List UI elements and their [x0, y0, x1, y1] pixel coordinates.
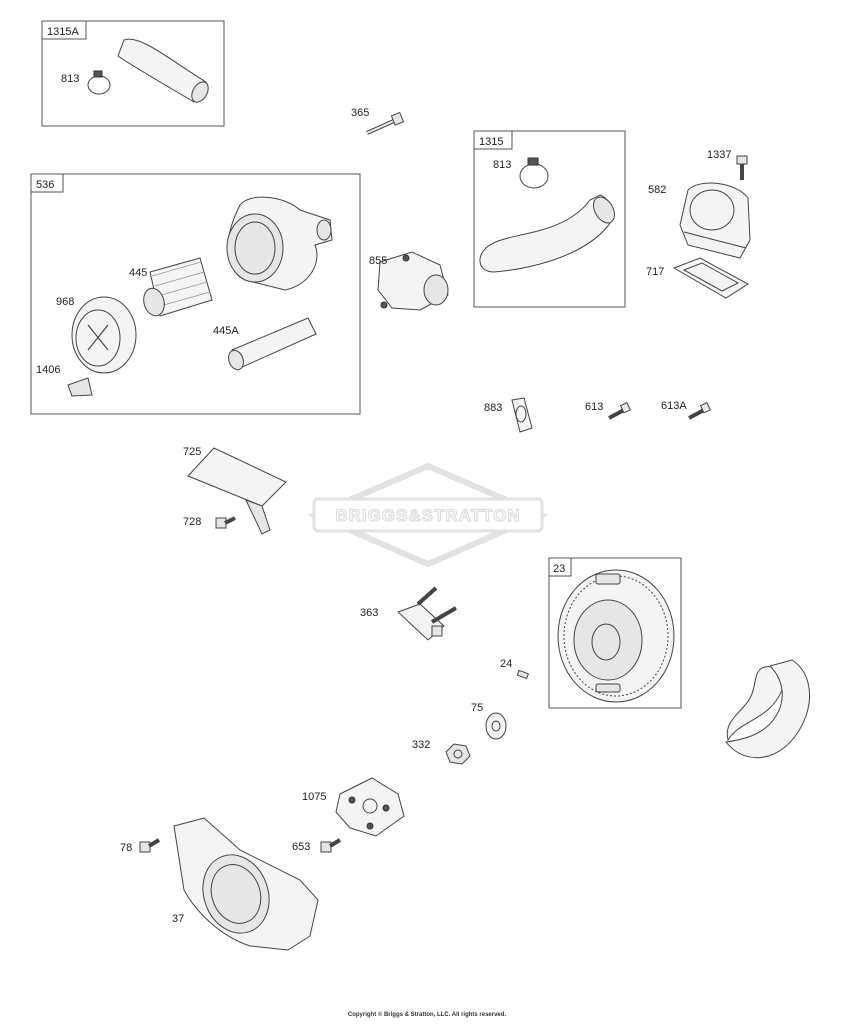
part-label[interactable]: 24 — [500, 658, 512, 670]
part-label[interactable]: 363 — [360, 607, 378, 619]
gasket-883[interactable] — [511, 397, 533, 433]
part-label[interactable]: 365 — [351, 107, 369, 119]
part-label[interactable]: 582 — [648, 184, 666, 196]
part-label[interactable]: 717 — [646, 266, 664, 278]
part-label[interactable]: 813 — [61, 73, 79, 85]
brand-watermark: BRIGGS&STRATTON — [307, 462, 549, 568]
group-tag: 536 — [36, 179, 54, 191]
bolt-613A[interactable] — [688, 402, 711, 420]
part-label[interactable]: 883 — [484, 402, 502, 414]
part-label[interactable]: 613 — [585, 401, 603, 413]
part-label[interactable]: 813 — [493, 159, 511, 171]
adapter-855[interactable] — [377, 251, 449, 311]
part-label[interactable]: 332 — [412, 739, 430, 751]
group-536[interactable]: 536 — [30, 173, 361, 415]
washer-75[interactable] — [485, 712, 507, 740]
group-23[interactable]: 23 — [548, 557, 682, 709]
part-label[interactable]: 37 — [172, 913, 184, 925]
group-tag: 1315A — [47, 26, 79, 38]
part-label[interactable]: 728 — [183, 516, 201, 528]
bolt-728[interactable] — [215, 516, 236, 529]
hose-unlabeled[interactable] — [724, 659, 810, 758]
key-24[interactable] — [516, 669, 530, 680]
part-label[interactable]: 1406 — [36, 364, 60, 376]
shroud-37[interactable] — [173, 817, 319, 951]
part-label[interactable]: 445A — [213, 325, 239, 337]
bolt-613[interactable] — [608, 402, 631, 420]
part-label[interactable]: 613A — [661, 400, 687, 412]
bracket-363[interactable] — [397, 586, 458, 641]
part-label[interactable]: 78 — [120, 842, 132, 854]
part-label[interactable]: 725 — [183, 446, 201, 458]
bracket-582[interactable] — [679, 182, 751, 259]
part-label[interactable]: 1075 — [302, 791, 326, 803]
hub-1075[interactable] — [335, 777, 405, 837]
bolt-78[interactable] — [139, 838, 161, 853]
bolt-365[interactable] — [366, 111, 405, 135]
copyright-notice: Copyright © Briggs & Stratton, LLC. All … — [347, 1012, 507, 1018]
part-label[interactable]: 75 — [471, 702, 483, 714]
part-label[interactable]: 653 — [292, 841, 310, 853]
part-label[interactable]: 445 — [129, 267, 147, 279]
part-label[interactable]: 1337 — [707, 149, 731, 161]
bolt-653[interactable] — [320, 838, 342, 853]
group-tag: 23 — [553, 563, 565, 575]
bracket-725[interactable] — [187, 447, 287, 535]
group-tag: 1315 — [479, 136, 503, 148]
watermark-text: BRIGGS&STRATTON — [335, 506, 520, 525]
part-label[interactable]: 855 — [369, 255, 387, 267]
group-1315[interactable]: 1315 — [473, 130, 626, 308]
bolt-1337[interactable] — [736, 155, 748, 180]
group-1315A[interactable]: 1315A — [41, 20, 225, 127]
part-label[interactable]: 968 — [56, 296, 74, 308]
nut-332[interactable] — [445, 743, 471, 765]
pad-717[interactable] — [672, 257, 749, 299]
